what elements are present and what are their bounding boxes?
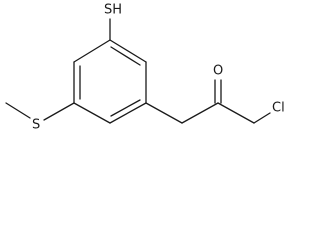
bond-ring-s [43,102,75,121]
ring-double-bond-c1-c2 [110,46,141,66]
thioether-sulfur-label: S [32,118,40,133]
ring-bond-c6-c1 [73,39,111,63]
bond-carbonyl-ch2 [217,102,255,124]
ring-bond-c1-c2 [109,39,147,63]
thiol-label: SH [104,3,122,18]
chlorine-label: Cl [272,101,285,116]
carbonyl-oxygen-label: O [213,64,223,79]
bond-ch2-carbonyl [181,102,219,124]
benzene-ring [73,39,147,124]
ring-double-bond-c3-c4 [110,99,141,117]
bond-ring-ch2 [145,102,183,124]
ring-bond-c3-c4 [109,102,147,124]
molecule-structure: SH S O Cl [5,3,285,133]
ring-bond-c4-c5 [73,102,111,124]
bond-s-methyl [5,102,31,119]
bond-ch2-cl [253,112,271,124]
